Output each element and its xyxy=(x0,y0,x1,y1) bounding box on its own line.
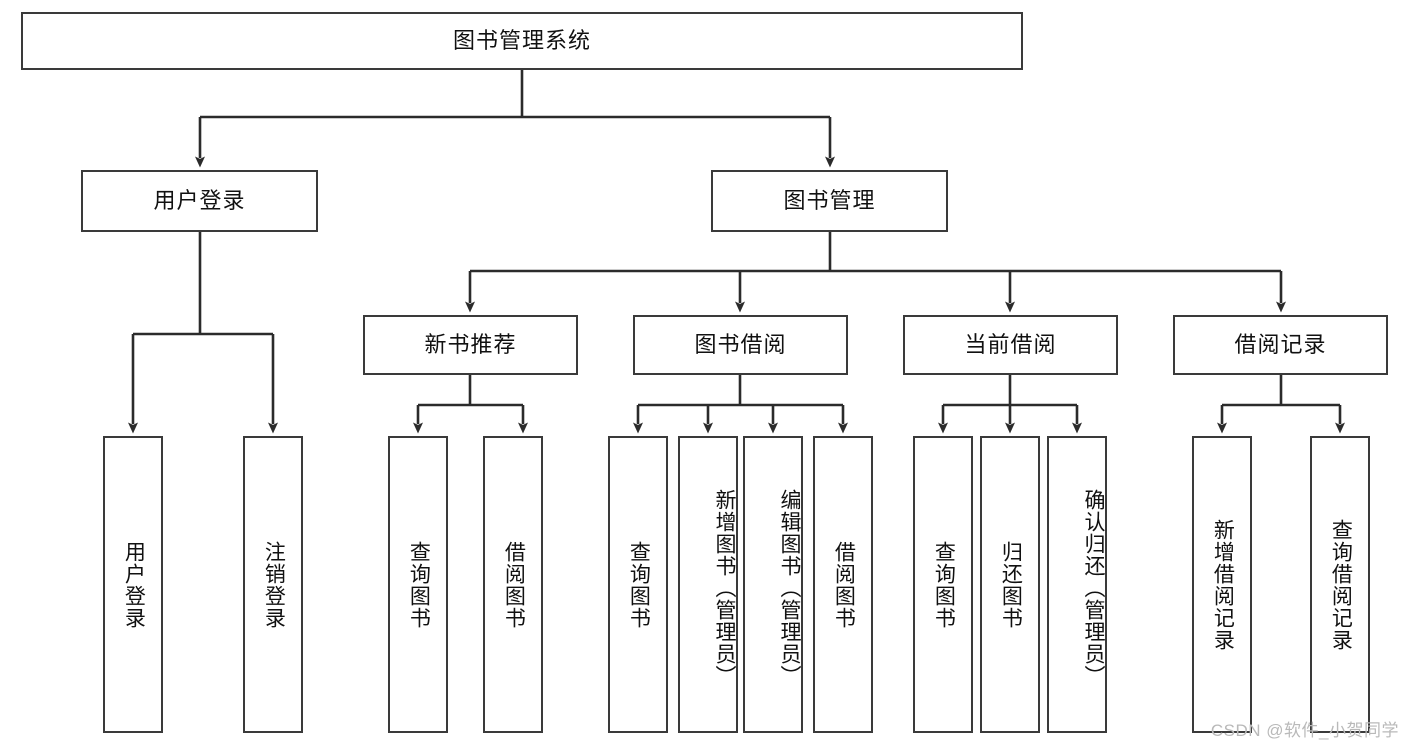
node-label: 借阅记录 xyxy=(1234,331,1327,357)
leaf-add-borrow-record[interactable]: 新增借阅记录 xyxy=(1192,436,1252,733)
node-label: 查询借阅记录 xyxy=(1329,518,1353,651)
leaf-user-login[interactable]: 用户登录 xyxy=(103,436,163,733)
node-label: 当前借阅 xyxy=(964,331,1057,357)
leaf-query-book-borrow[interactable]: 查询图书 xyxy=(608,436,668,733)
node-root-system[interactable]: 图书管理系统 xyxy=(21,12,1023,70)
leaf-query-book-current[interactable]: 查询图书 xyxy=(913,436,973,733)
node-label: 查询图书 xyxy=(932,540,956,629)
leaf-return-book[interactable]: 归还图书 xyxy=(980,436,1040,733)
node-label: 借阅图书 xyxy=(832,540,856,629)
node-label: 图书管理系统 xyxy=(452,27,591,53)
node-label: 图书借阅 xyxy=(694,331,787,357)
node-label: 归还图书 xyxy=(999,540,1023,629)
leaf-query-borrow-record[interactable]: 查询借阅记录 xyxy=(1310,436,1370,733)
node-book-borrow[interactable]: 图书借阅 xyxy=(633,315,848,375)
node-label: 用户登录 xyxy=(122,540,146,629)
leaf-add-book[interactable]: 新增图书（管理员） xyxy=(678,436,738,733)
node-label: 用户登录 xyxy=(153,187,246,213)
leaf-confirm-return[interactable]: 确认归还（管理员） xyxy=(1047,436,1107,733)
node-label: 新书推荐 xyxy=(424,331,517,357)
node-new-book-recommend[interactable]: 新书推荐 xyxy=(363,315,578,375)
leaf-borrow-book[interactable]: 借阅图书 xyxy=(813,436,873,733)
node-label: 确认归还（管理员） xyxy=(1082,489,1105,687)
node-current-borrow[interactable]: 当前借阅 xyxy=(903,315,1118,375)
node-user-login[interactable]: 用户登录 xyxy=(81,170,318,232)
leaf-query-book-recommend[interactable]: 查询图书 xyxy=(388,436,448,733)
node-book-manage[interactable]: 图书管理 xyxy=(711,170,948,232)
node-label: 图书管理 xyxy=(783,187,876,213)
node-label: 借阅图书 xyxy=(502,540,526,629)
leaf-logout-login[interactable]: 注销登录 xyxy=(243,436,303,733)
node-label: 新增借阅记录 xyxy=(1211,518,1235,651)
node-label: 编辑图书（管理员） xyxy=(778,489,801,687)
node-label: 查询图书 xyxy=(407,540,431,629)
node-label: 查询图书 xyxy=(627,540,651,629)
node-label: 注销登录 xyxy=(262,540,286,629)
leaf-edit-book[interactable]: 编辑图书（管理员） xyxy=(743,436,803,733)
leaf-borrow-book-recommend[interactable]: 借阅图书 xyxy=(483,436,543,733)
node-borrow-record[interactable]: 借阅记录 xyxy=(1173,315,1388,375)
node-label: 新增图书（管理员） xyxy=(713,489,736,687)
